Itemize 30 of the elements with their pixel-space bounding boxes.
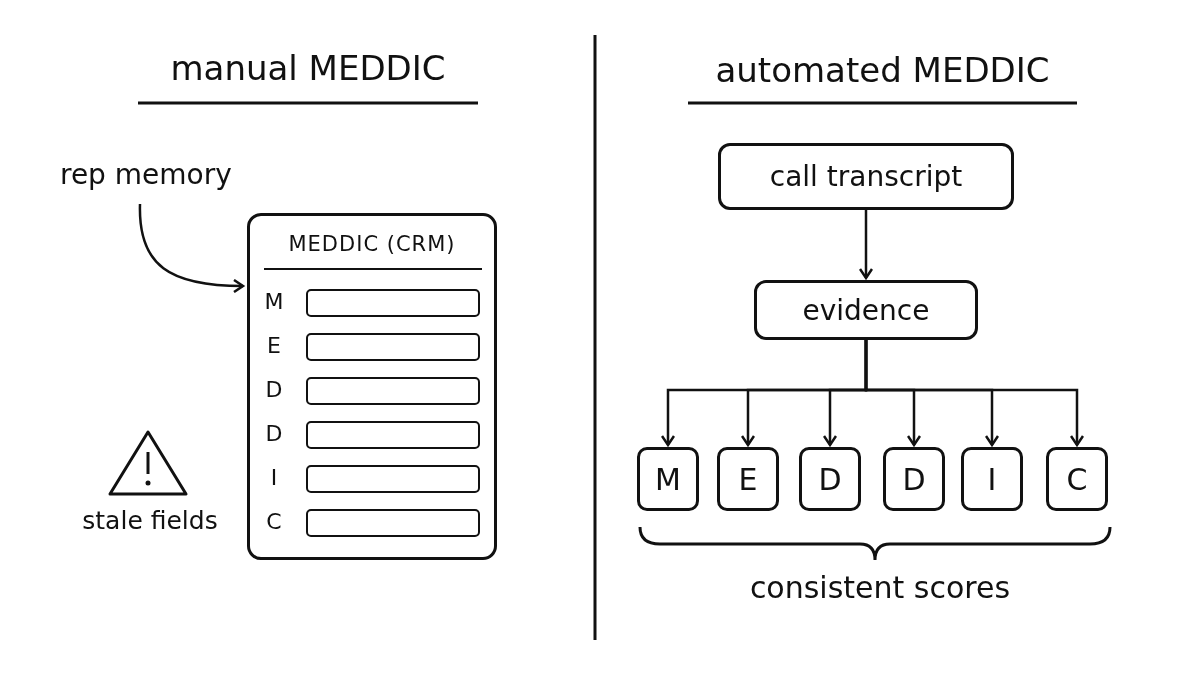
- arrow: [138, 204, 245, 294]
- caption-text: stale fields: [81, 506, 219, 535]
- crm-card: [247, 213, 497, 560]
- input-field: [306, 421, 480, 449]
- letter-box: M: [637, 447, 699, 511]
- note-text: rep memory: [60, 152, 256, 196]
- process-box: call transcript: [718, 143, 1014, 210]
- row-letter: I: [269, 465, 279, 490]
- input-field: [306, 377, 480, 405]
- process-box: evidence: [754, 280, 978, 340]
- row-letter: C: [265, 509, 283, 534]
- row-letter: D: [264, 421, 284, 446]
- input-field: [306, 509, 480, 537]
- row-letter: M: [264, 289, 284, 314]
- input-field: [306, 465, 480, 493]
- row-letter: D: [264, 377, 284, 402]
- caption-text: consistent scores: [748, 570, 1012, 605]
- card-title: MEDDIC (CRM): [287, 232, 457, 256]
- letter-box: D: [883, 447, 945, 511]
- input-field: [306, 333, 480, 361]
- input-field: [306, 289, 480, 317]
- section-heading: manual MEDDIC: [169, 48, 447, 88]
- letter-box: C: [1046, 447, 1108, 511]
- letter-box: E: [717, 447, 779, 511]
- row-letter: E: [266, 333, 282, 358]
- arrow: [858, 210, 874, 280]
- letter-box: I: [961, 447, 1023, 511]
- letter-box: D: [799, 447, 861, 511]
- section-heading: automated MEDDIC: [714, 50, 1051, 90]
- arrow: [864, 340, 1085, 447]
